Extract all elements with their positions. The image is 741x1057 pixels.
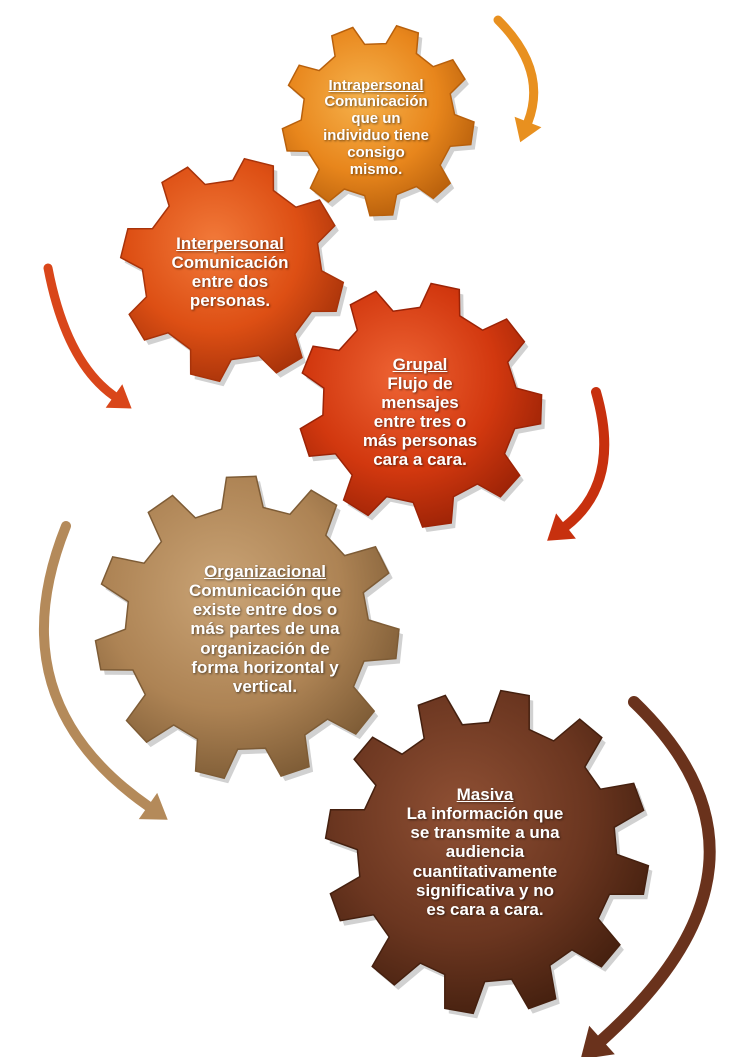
gear-interpersonal-line: entre dos xyxy=(191,272,269,291)
gear-masiva-text: Masiva La información que se transmite a… xyxy=(370,762,600,942)
gear-intrapersonal-title: Intrapersonal xyxy=(328,76,424,94)
gear-organizacional-line: más partes de una xyxy=(190,619,340,639)
gear-organizacional xyxy=(94,475,400,780)
gear-interpersonal-line: personas. xyxy=(189,291,271,311)
gear-intrapersonal-text: Intrapersonal Comunicación que un indivi… xyxy=(296,58,456,198)
gear-organizacional-line: Comunicación que xyxy=(188,581,342,601)
gear-masiva-line: significativa y no xyxy=(416,880,554,900)
gear-intrapersonal-line: consigo xyxy=(347,143,405,161)
gear-organizacional-title: Organizacional xyxy=(204,562,326,582)
arrow-organizacional xyxy=(38,521,153,811)
arrows-layer xyxy=(38,15,716,1057)
gear-masiva-line: cuantitativamente xyxy=(412,861,558,881)
gear-grupal-title: Grupal xyxy=(392,354,448,374)
gear-organizacional-line: existe entre dos o xyxy=(192,600,338,620)
arrowhead-organizacional xyxy=(138,792,168,820)
arrow-intrapersonal xyxy=(493,15,539,127)
gear-interpersonal xyxy=(119,157,345,383)
gear-masiva-line: se transmite a una xyxy=(410,823,560,843)
gear-grupal-line: mensajes xyxy=(381,392,459,412)
gear-organizacional-line: vertical. xyxy=(232,676,298,696)
gear-intrapersonal-line: individuo tiene xyxy=(323,127,429,144)
gear-interpersonal-text: Interpersonal Comunicación entre dos per… xyxy=(140,222,320,322)
gear-intrapersonal-line: Comunicación xyxy=(324,93,428,111)
gear-masiva xyxy=(324,689,650,1015)
gear-grupal-line: Flujo de xyxy=(387,373,453,393)
gear-organizacional-text: Organizacional Comunicación que existe e… xyxy=(150,544,380,714)
gear-organizacional-line: forma horizontal y xyxy=(191,657,339,677)
gear-masiva-title: Masiva xyxy=(456,785,514,805)
arrowhead-interpersonal xyxy=(105,384,132,409)
gear-grupal-text: Grupal Flujo de mensajes entre tres o má… xyxy=(340,336,500,488)
arrowhead-masiva xyxy=(581,1025,615,1057)
gear-intrapersonal-line: que un xyxy=(351,110,401,128)
gear-masiva-line: es cara a cara. xyxy=(426,899,544,919)
gear-organizacional-line: organización de xyxy=(200,638,330,658)
gear-intrapersonal xyxy=(281,24,475,217)
gear-grupal xyxy=(299,282,543,528)
arrowhead-grupal xyxy=(547,513,576,541)
arrowhead-intrapersonal xyxy=(514,116,542,143)
gear-grupal-line: más personas xyxy=(362,431,478,451)
arrow-grupal xyxy=(561,387,610,531)
gears-layer xyxy=(94,24,653,1019)
arrow-masiva xyxy=(596,696,716,1046)
arrow-interpersonal xyxy=(43,263,119,401)
gear-interpersonal-title: Interpersonal xyxy=(176,233,284,253)
gear-masiva-line: audiencia xyxy=(445,842,525,862)
gear-grupal-line: cara a cara. xyxy=(373,450,467,470)
gear-intrapersonal-line: mismo. xyxy=(349,160,403,178)
gear-interpersonal-line: Comunicación xyxy=(171,252,289,272)
gear-grupal-line: entre tres o xyxy=(373,412,467,431)
gear-masiva-line: La información que xyxy=(406,804,564,824)
